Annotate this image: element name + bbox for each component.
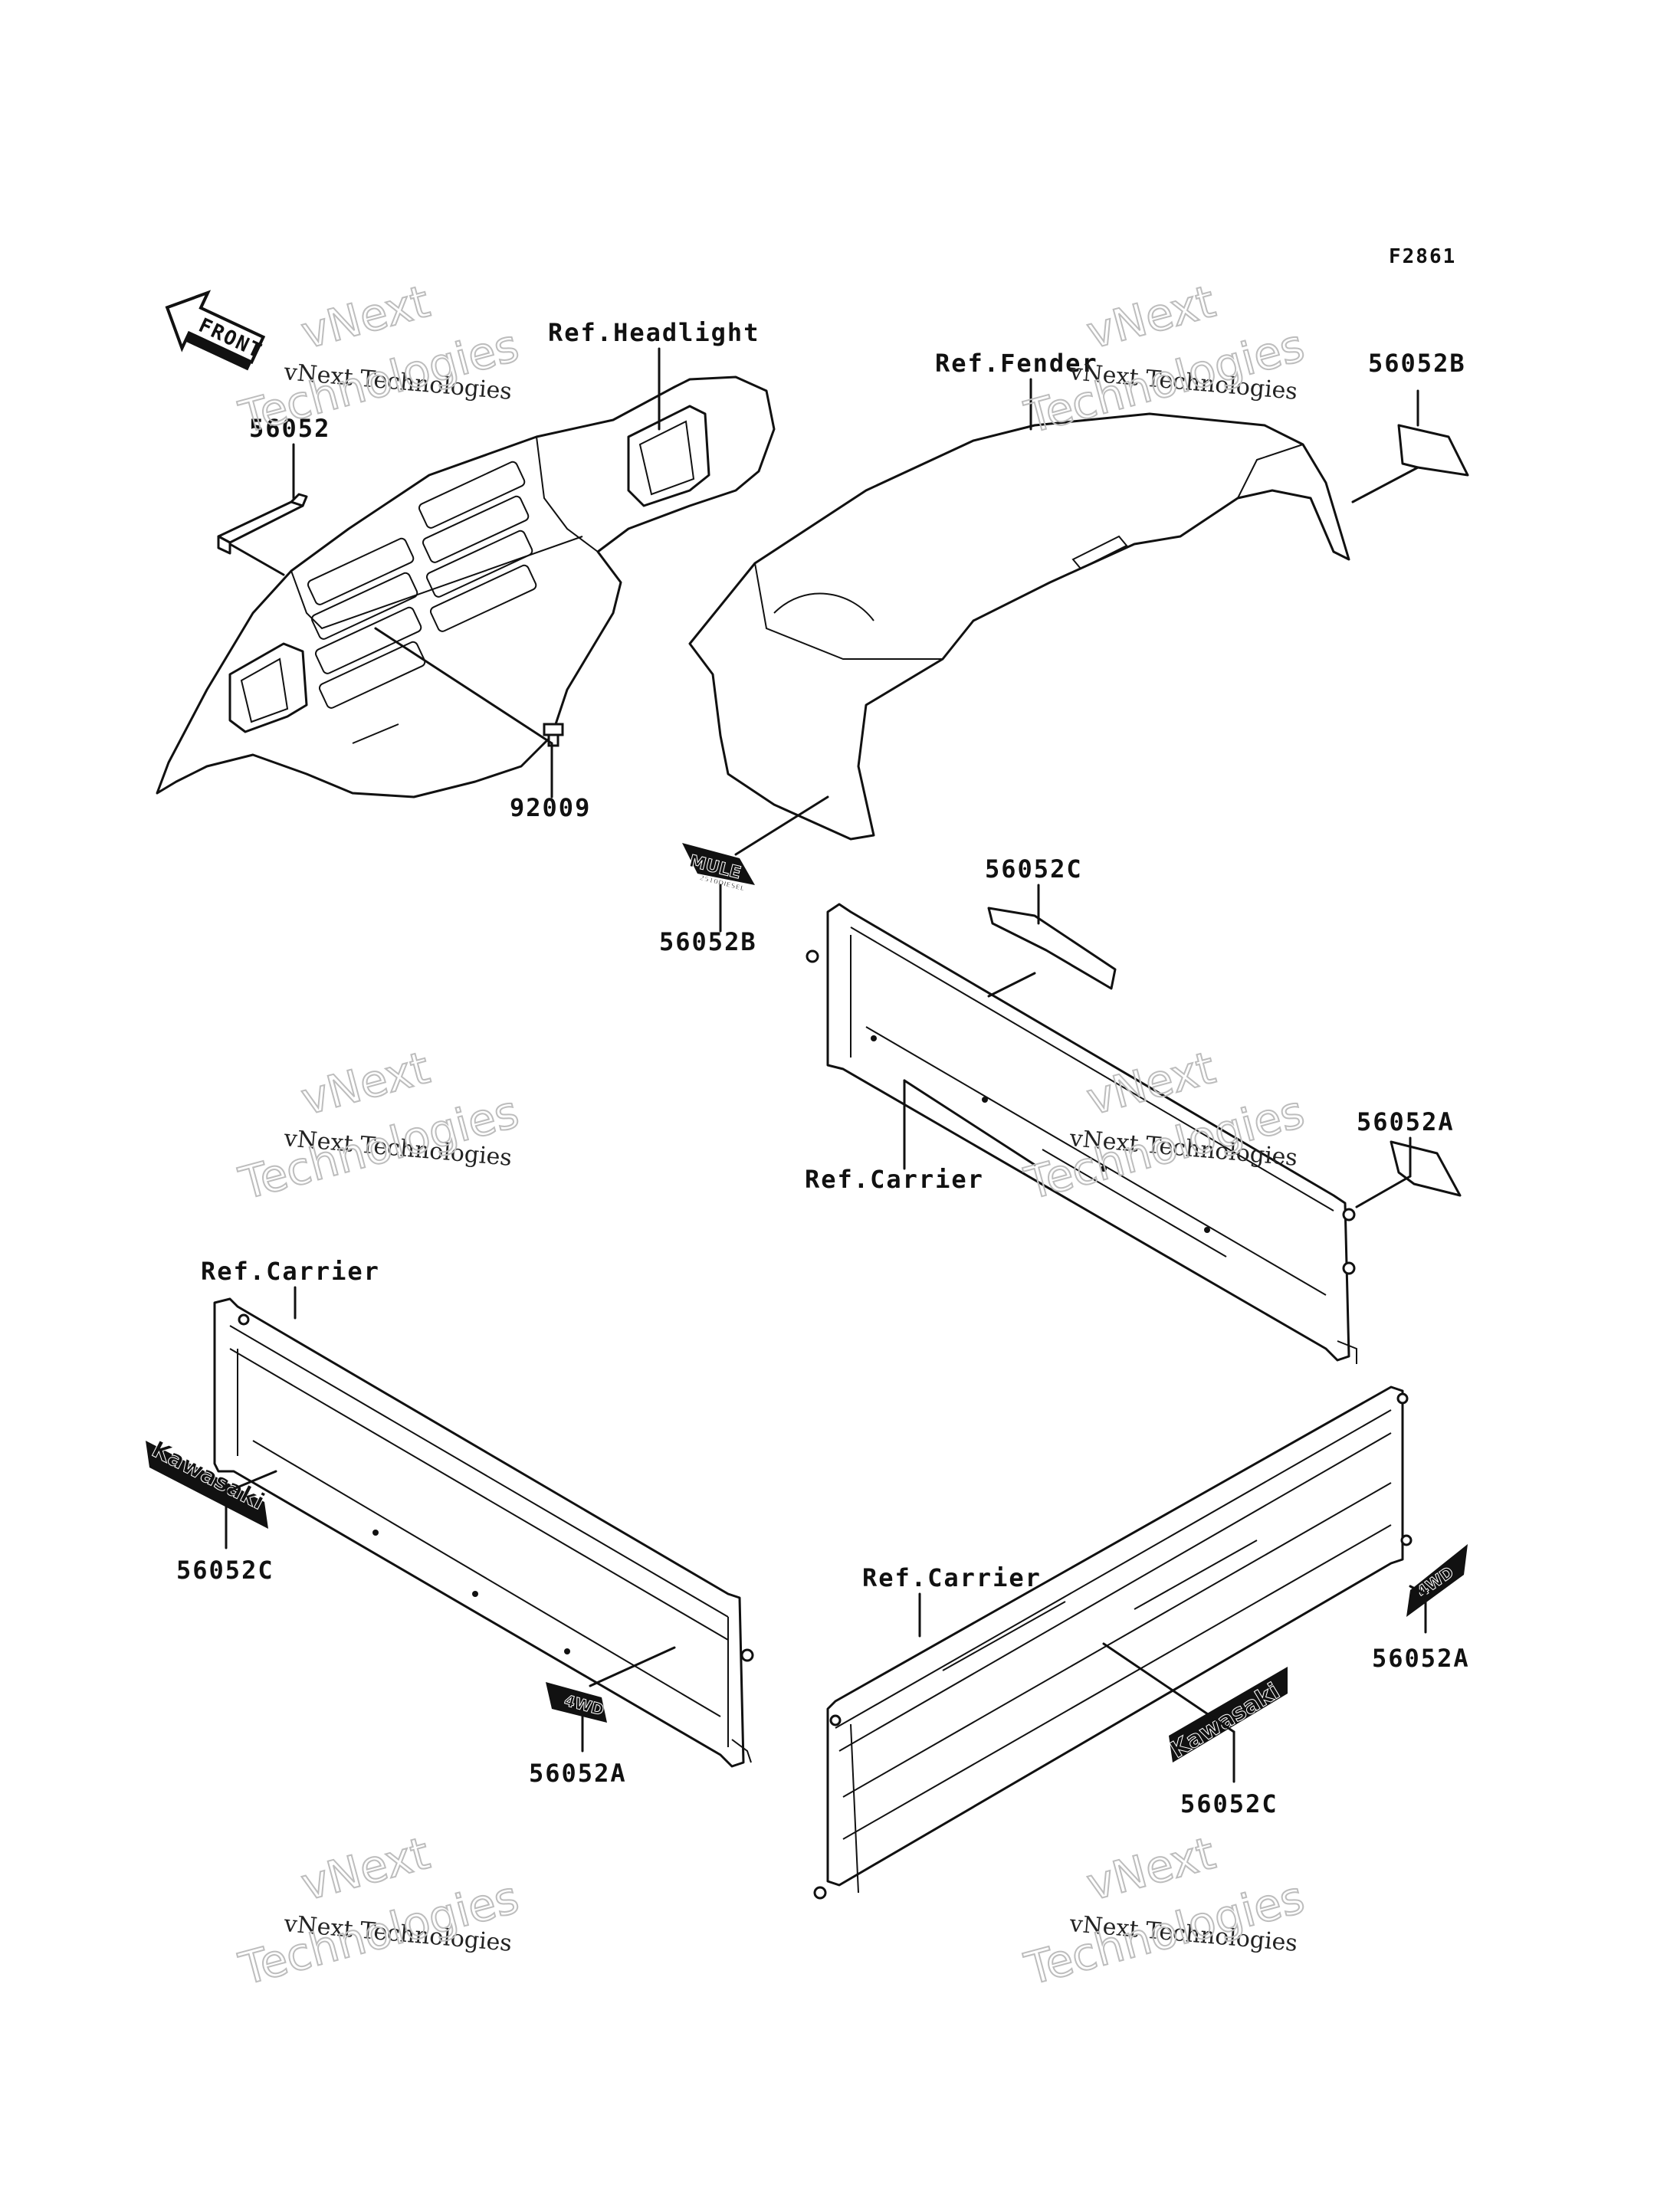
label-56052C-lowright: 56052C [1180, 1789, 1278, 1818]
label-56052B-mule: 56052B [659, 927, 757, 956]
leader-lines [225, 347, 1427, 1783]
label-56052B-top: 56052B [1368, 349, 1466, 378]
label-56052A-right: 56052A [1357, 1107, 1455, 1136]
carrier-right-upper [806, 903, 1357, 1364]
front-arrow-icon: FRONT [165, 290, 266, 371]
label-56052A-bottom: 56052A [529, 1759, 627, 1788]
label-56052C-left: 56052C [176, 1556, 274, 1585]
svg-text:Kawasaki: Kawasaki [1166, 1678, 1285, 1764]
fwd-decal-lower-right: 4WD [1406, 1544, 1468, 1617]
rear-fender [688, 412, 1350, 841]
screw-92009-icon [543, 723, 564, 747]
watermark-mid-left: vNext vNext Technologies Technologies [233, 1041, 524, 1211]
part-labels: Ref.Headlight 56052 92009 Ref.Fender 560… [176, 318, 1470, 1818]
carrier-left-lower [213, 1297, 754, 1768]
carrier-sticker-56052A-right [1390, 1140, 1462, 1197]
mule-decal: MULE 2510DIESEL [682, 843, 755, 894]
front-grille-panel [156, 375, 776, 798]
label-92009: 92009 [510, 793, 591, 822]
bracket-56052 [217, 493, 308, 555]
label-ref-carrier-2: Ref.Carrier [201, 1257, 380, 1286]
watermark-bottom-right: vNext vNext Technologies Technologies [1019, 1826, 1310, 1996]
carrier-right-lower [813, 1385, 1413, 1900]
label-56052: 56052 [249, 414, 330, 443]
watermark-bottom-left: vNext vNext Technologies Technologies [233, 1826, 524, 1996]
label-ref-fender: Ref.Fender [935, 349, 1098, 378]
figure-code: F2861 [1389, 245, 1456, 268]
fwd-decal-bottom: 4WD [546, 1682, 607, 1723]
label-ref-carrier-1: Ref.Carrier [805, 1165, 984, 1194]
label-ref-headlight: Ref.Headlight [548, 318, 760, 347]
watermark-top-left: vNext vNext Technologies Technologies [233, 274, 524, 444]
label-56052A-lowright: 56052A [1372, 1644, 1470, 1673]
carrier-sticker-56052C-top [987, 907, 1117, 990]
label-56052C-top: 56052C [985, 854, 1083, 884]
label-ref-carrier-3: Ref.Carrier [862, 1563, 1042, 1592]
fender-sticker-56052B [1397, 424, 1469, 477]
